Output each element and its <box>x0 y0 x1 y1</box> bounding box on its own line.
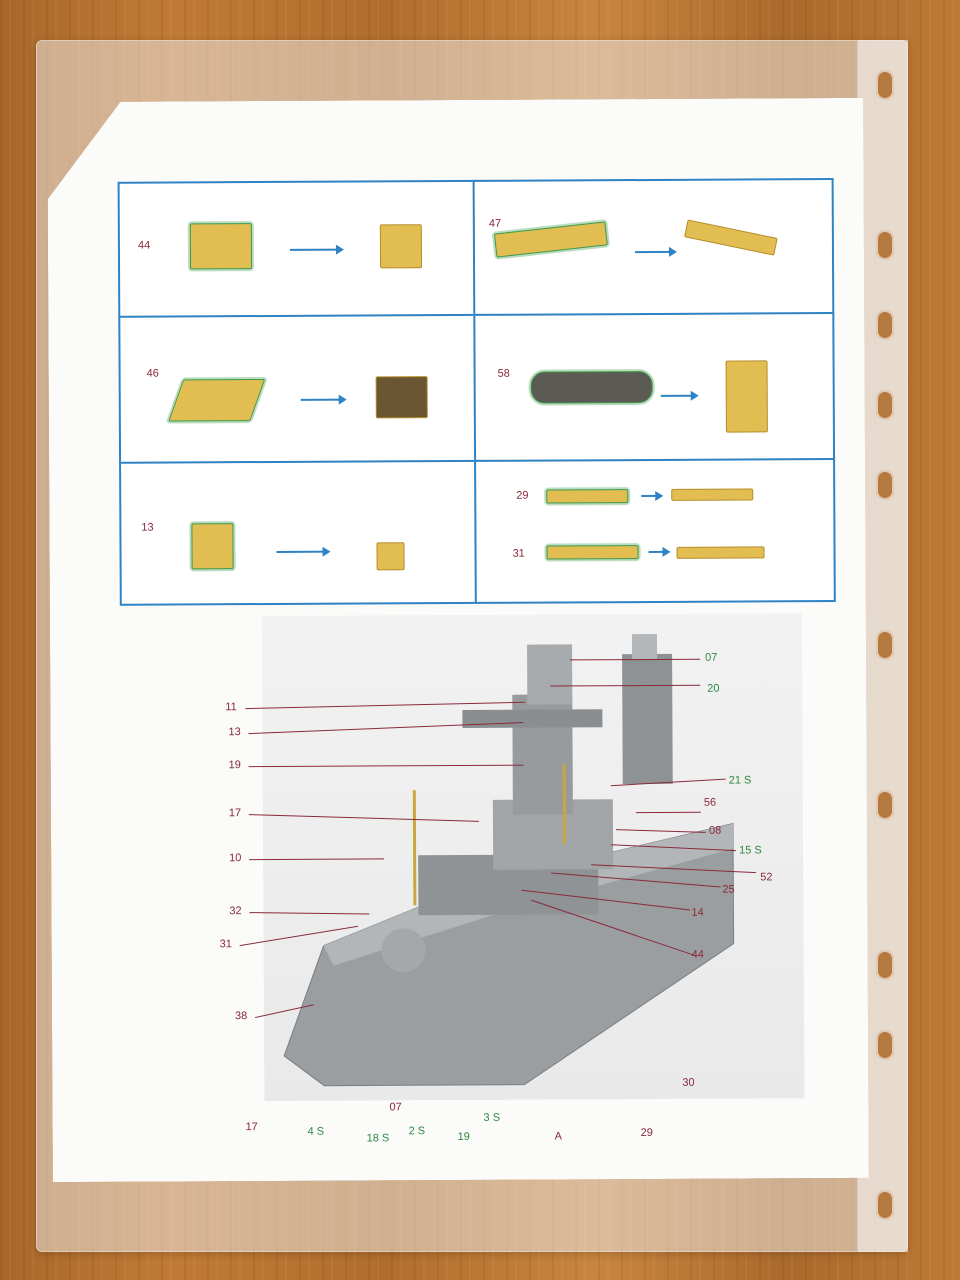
step-number: 13 <box>141 521 154 534</box>
callout-label: 25 <box>722 883 735 896</box>
callout-label: 13 <box>228 726 241 739</box>
callout-label: 20 <box>707 682 720 695</box>
etch-part-flat <box>546 489 628 503</box>
step-panel-29-31: 29 31 <box>474 458 836 604</box>
arrow-icon <box>635 251 675 253</box>
step-panel-44: 44 <box>118 180 480 322</box>
step-number: 46 <box>146 367 159 380</box>
step-panel-58: 58 <box>473 312 835 466</box>
punch-hole <box>876 950 894 980</box>
ship-model-photo <box>262 613 805 1101</box>
callout-label: 2 S <box>408 1125 426 1138</box>
punch-hole <box>876 630 894 660</box>
callout-label: 11 <box>225 701 237 714</box>
callout-label: 21 S <box>728 774 752 787</box>
arrow-icon <box>641 495 661 497</box>
etch-part-flat <box>494 221 608 257</box>
callout-label: 38 <box>234 1010 248 1023</box>
callout-label: 07 <box>705 651 718 664</box>
arrow-icon <box>301 399 345 401</box>
callout-label: 15 S <box>739 844 762 857</box>
callout-label: 17 <box>228 807 242 820</box>
warship-illustration <box>262 613 805 1101</box>
etch-part-flat <box>547 545 639 559</box>
callout-label: 32 <box>229 905 242 918</box>
step-number: 31 <box>512 547 525 560</box>
callout-label: 4 S <box>307 1125 325 1138</box>
instruction-sheet: 44 47 46 58 13 29 31 <box>47 98 869 1182</box>
etch-part-flat <box>190 223 252 269</box>
step-number: 29 <box>516 489 529 502</box>
callout-label: 19 <box>228 759 241 772</box>
punch-hole <box>876 790 894 820</box>
punch-hole <box>876 1190 894 1220</box>
etch-part-folded <box>726 360 768 432</box>
etch-part-folded <box>376 542 404 570</box>
arrow-icon <box>661 395 697 397</box>
punch-hole <box>876 470 894 500</box>
callout-label: 52 <box>760 871 773 884</box>
etch-part-folded <box>684 219 778 255</box>
callout-label: 10 <box>229 852 242 865</box>
callout-label: 18 S <box>366 1132 390 1145</box>
arrow-icon <box>649 551 669 553</box>
punch-hole <box>876 1030 894 1060</box>
etch-part-folded <box>677 546 765 558</box>
callout-label: A <box>554 1130 562 1143</box>
arrow-icon <box>277 551 329 553</box>
callout-label: 08 <box>708 824 722 837</box>
callout-label: 3 S <box>483 1111 501 1124</box>
callout-label: 31 <box>219 938 232 951</box>
punch-hole <box>876 230 894 260</box>
etch-part-flat <box>531 371 653 404</box>
etch-part-folded <box>671 488 753 500</box>
callout-label: 30 <box>682 1076 695 1089</box>
step-panel-47: 47 <box>473 178 835 320</box>
step-panel-46: 46 <box>118 314 480 468</box>
step-number: 47 <box>488 217 502 230</box>
callout-label: 17 <box>245 1121 258 1134</box>
callout-label: 07 <box>389 1101 402 1114</box>
step-number: 44 <box>137 239 151 252</box>
punch-hole <box>876 310 894 340</box>
etch-part-flat <box>191 523 233 569</box>
step-number: 58 <box>497 367 510 380</box>
callout-label: 14 <box>691 906 704 919</box>
arrow-icon <box>290 249 342 251</box>
callout-label: 56 <box>703 796 717 809</box>
punch-hole <box>876 390 894 420</box>
callout-label: 19 <box>457 1130 470 1144</box>
callout-label: 29 <box>640 1126 653 1140</box>
step-panel-13: 13 <box>119 460 481 606</box>
etch-part-folded <box>380 224 422 268</box>
etch-part-folded <box>376 376 428 418</box>
punch-hole <box>876 70 894 100</box>
etch-part-flat <box>168 379 265 422</box>
